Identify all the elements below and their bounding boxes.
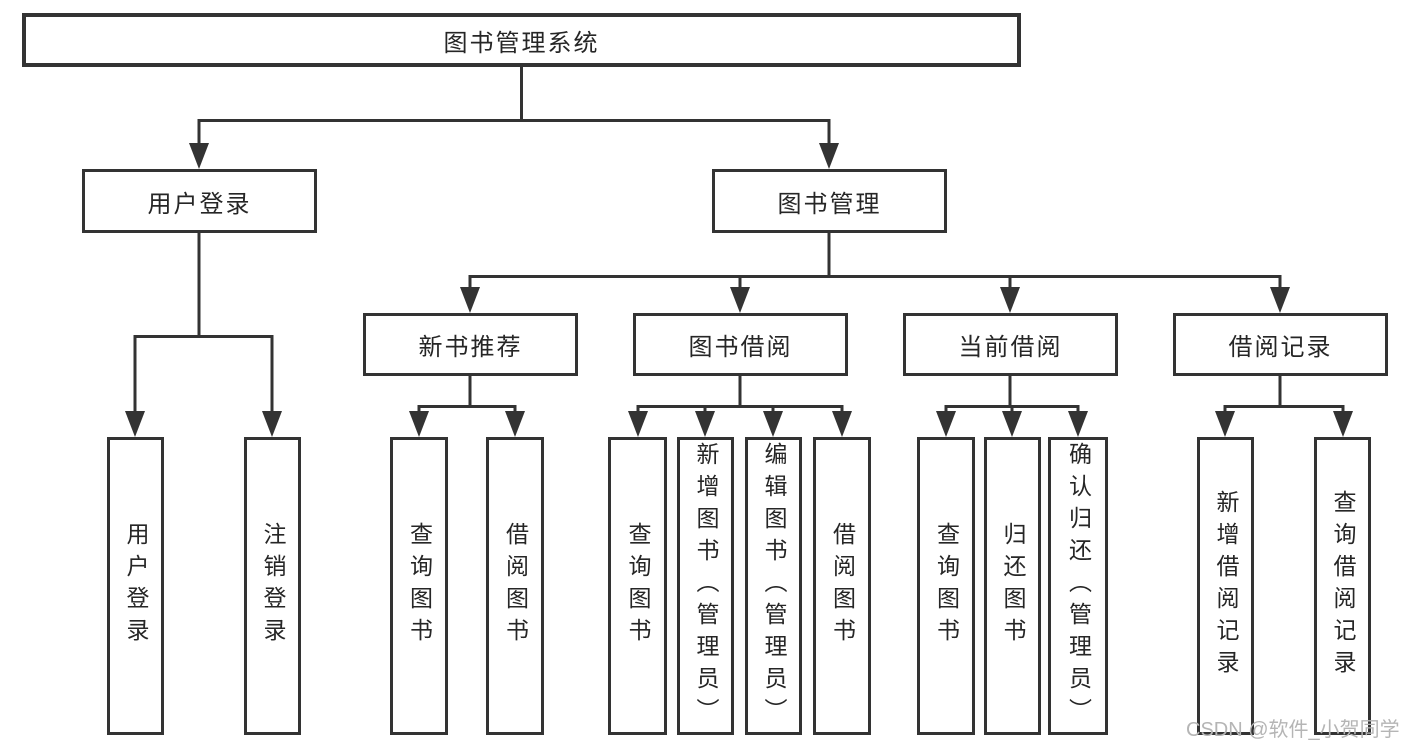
arrowhead	[1215, 411, 1235, 437]
node-new-book-recommend: 新书推荐	[363, 313, 578, 376]
arrowhead	[262, 411, 282, 437]
leaf-bb-query-book: 查询图书	[608, 437, 667, 735]
node-user-login-label: 用户登录	[147, 190, 252, 218]
arrowhead	[628, 411, 648, 437]
watermark: CSDN @软件_小贺同学	[1186, 719, 1400, 741]
leaf-br-query-record-label: 查询借阅记录	[1330, 490, 1356, 682]
leaf-bb-add-book-admin-label: 新增图书（管理员）	[693, 442, 719, 730]
leaf-user-login-label: 用户登录	[123, 522, 149, 650]
connector-new-book-recommend-to-leaves	[409, 376, 525, 437]
arrowhead	[1002, 411, 1022, 437]
arrowhead	[460, 287, 480, 313]
arrowhead	[819, 143, 839, 169]
node-new-book-recommend-label: 新书推荐	[418, 334, 523, 361]
leaf-nb-query-book-label: 查询图书	[406, 522, 433, 650]
leaf-bb-add-book-admin: 新增图书（管理员）	[677, 437, 734, 735]
arrowhead	[189, 143, 209, 169]
node-borrow-record: 借阅记录	[1173, 313, 1388, 376]
arrowhead	[936, 411, 956, 437]
arrowhead	[695, 411, 715, 437]
arrowhead	[730, 287, 750, 313]
leaf-logout-label: 注销登录	[260, 522, 286, 650]
leaf-br-add-record: 新增借阅记录	[1197, 437, 1254, 735]
arrowhead	[1068, 411, 1088, 437]
connector-user-login-to-leaves	[125, 233, 282, 437]
connector-borrow-record-to-leaves	[1215, 376, 1353, 437]
connector-book-borrow-to-leaves	[628, 376, 852, 437]
leaf-cb-confirm-return-admin-label: 确认归还（管理员）	[1065, 442, 1092, 730]
arrowhead	[409, 411, 429, 437]
node-book-management: 图书管理	[712, 169, 947, 233]
leaf-br-add-record-label: 新增借阅记录	[1213, 490, 1239, 682]
leaf-user-login: 用户登录	[107, 437, 164, 735]
node-root: 图书管理系统	[22, 13, 1021, 67]
node-book-management-label: 图书管理	[777, 190, 882, 218]
leaf-br-query-record: 查询借阅记录	[1314, 437, 1371, 735]
arrowhead	[505, 411, 525, 437]
leaf-cb-return-book-label: 归还图书	[1000, 522, 1026, 650]
arrowhead	[125, 411, 145, 437]
node-book-borrow: 图书借阅	[633, 313, 848, 376]
arrowhead	[832, 411, 852, 437]
node-book-borrow-label: 图书借阅	[688, 334, 793, 361]
leaf-bb-query-book-label: 查询图书	[625, 522, 651, 650]
leaf-cb-confirm-return-admin: 确认归还（管理员）	[1048, 437, 1108, 735]
leaf-cb-query-book: 查询图书	[917, 437, 975, 735]
connector-root-to-level2	[189, 67, 839, 169]
leaf-cb-return-book: 归还图书	[984, 437, 1041, 735]
connector-current-borrow-to-leaves	[936, 376, 1088, 437]
node-current-borrow-label: 当前借阅	[958, 334, 1063, 361]
leaf-logout: 注销登录	[244, 437, 301, 735]
leaf-bb-edit-book-admin-label: 编辑图书（管理员）	[761, 442, 787, 730]
arrowhead	[1000, 287, 1020, 313]
leaf-bb-borrow-book-label: 借阅图书	[829, 522, 856, 650]
node-borrow-record-label: 借阅记录	[1228, 334, 1333, 361]
arrowhead	[1270, 287, 1290, 313]
arrowhead	[763, 411, 783, 437]
node-current-borrow: 当前借阅	[903, 313, 1118, 376]
leaf-bb-borrow-book: 借阅图书	[813, 437, 871, 735]
leaf-nb-borrow-book-label: 借阅图书	[502, 522, 529, 650]
node-root-label: 图书管理系统	[443, 29, 600, 57]
leaf-nb-borrow-book: 借阅图书	[486, 437, 544, 735]
leaf-bb-edit-book-admin: 编辑图书（管理员）	[745, 437, 802, 735]
arrowhead	[1333, 411, 1353, 437]
leaf-cb-query-book-label: 查询图书	[933, 522, 960, 650]
node-user-login: 用户登录	[82, 169, 317, 233]
connector-book-management-to-level3	[460, 233, 1290, 313]
leaf-nb-query-book: 查询图书	[390, 437, 448, 735]
